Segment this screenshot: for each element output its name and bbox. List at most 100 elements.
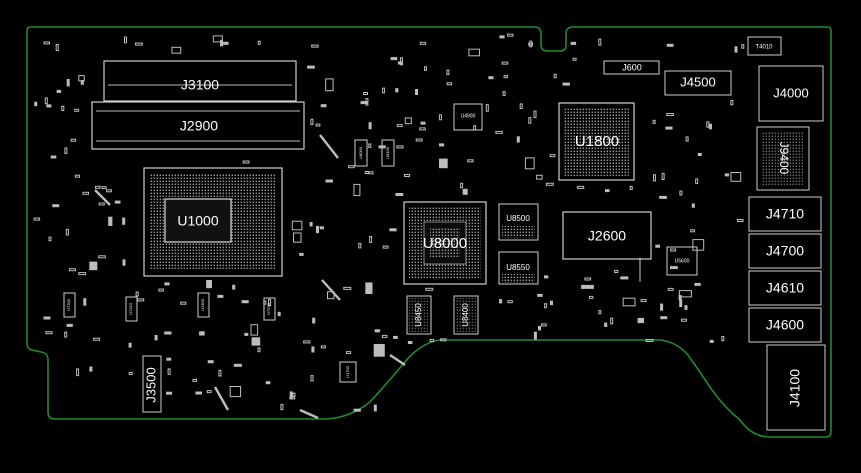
passive-component — [395, 193, 404, 196]
passive-component — [316, 225, 319, 234]
passive-component — [730, 172, 742, 182]
passive-component — [488, 76, 494, 80]
passive-component — [33, 217, 41, 221]
passive-component — [166, 357, 172, 361]
passive-component — [250, 324, 259, 336]
passive-component — [365, 282, 373, 294]
passive-component — [171, 46, 182, 54]
passive-component — [438, 114, 442, 121]
passive-component — [242, 160, 250, 164]
connector-j3100 — [103, 60, 297, 102]
diagonal-component — [321, 279, 341, 301]
passive-component — [180, 301, 187, 305]
chip-u7210 — [125, 296, 138, 322]
passive-component — [614, 270, 619, 273]
passive-component — [95, 185, 101, 189]
passive-component — [122, 259, 126, 266]
passive-component — [724, 173, 730, 177]
connector-j9400 — [756, 126, 810, 191]
passive-component — [280, 403, 284, 411]
passive-component — [360, 101, 368, 105]
label-j2600: J2600 — [588, 228, 626, 244]
passive-component — [610, 317, 614, 325]
label-j2900: J2900 — [180, 118, 218, 134]
passive-component — [604, 322, 608, 328]
label-u6100: U6100 — [385, 146, 390, 159]
passive-component — [737, 219, 744, 222]
passive-component — [128, 371, 133, 375]
passive-component — [48, 236, 52, 242]
label-u5600: U5600 — [675, 258, 690, 264]
passive-component — [207, 360, 214, 364]
passive-component — [652, 119, 656, 124]
label-u8000: U8000 — [423, 235, 467, 252]
passive-component — [369, 236, 373, 243]
passive-component — [65, 228, 69, 236]
passive-component — [46, 104, 52, 108]
passive-component — [419, 127, 426, 131]
label-j4710: J4710 — [766, 206, 804, 222]
passive-component — [83, 298, 87, 306]
passive-component — [545, 182, 554, 186]
connector-j3500 — [142, 355, 162, 413]
passive-component — [98, 202, 105, 206]
passive-component — [501, 61, 509, 65]
connector-j600 — [603, 60, 660, 75]
passive-component — [460, 182, 464, 189]
passive-component — [395, 88, 399, 93]
passive-component — [206, 390, 212, 394]
label-u6000: U6000 — [358, 146, 363, 159]
passive-component — [44, 97, 48, 105]
passive-component — [549, 154, 556, 158]
passive-component — [404, 174, 411, 177]
passive-component — [533, 331, 537, 340]
passive-component — [576, 185, 585, 189]
passive-component — [56, 89, 62, 93]
passive-component — [485, 104, 489, 112]
passive-component — [528, 117, 532, 124]
passive-component — [363, 92, 368, 95]
passive-component — [440, 338, 447, 342]
chip-u8550 — [498, 251, 539, 285]
passive-component — [400, 57, 403, 66]
passive-component — [404, 117, 412, 125]
passive-component — [325, 179, 333, 183]
passive-component — [598, 310, 602, 315]
passive-component — [691, 203, 695, 208]
passive-component — [365, 98, 369, 106]
passive-component — [311, 346, 315, 353]
passive-component — [70, 138, 76, 142]
label-u1700: U1700 — [345, 365, 350, 378]
passive-component — [325, 78, 334, 92]
passive-component — [368, 171, 374, 175]
chip-u7200 — [63, 292, 76, 318]
passive-component — [192, 378, 197, 382]
diagonal-component — [319, 134, 339, 159]
passive-component — [89, 366, 93, 372]
connector-j4000 — [758, 65, 824, 122]
passive-component — [390, 57, 398, 61]
passive-component — [692, 239, 705, 251]
passive-component — [114, 200, 121, 204]
passive-component — [320, 345, 326, 349]
connector-j2600 — [562, 211, 652, 260]
passive-component — [389, 228, 397, 232]
passive-component — [364, 171, 369, 174]
chip-u1800 — [558, 102, 635, 181]
passive-component — [251, 337, 261, 346]
chip-u8400 — [453, 295, 479, 335]
passive-component — [373, 404, 377, 412]
passive-component — [135, 42, 143, 46]
passive-component — [195, 391, 202, 395]
passive-component — [34, 101, 38, 107]
diagonal-component — [389, 354, 406, 366]
passive-component — [373, 344, 385, 357]
passive-component — [293, 232, 302, 243]
passive-component — [108, 216, 113, 226]
passive-component — [135, 291, 139, 297]
passive-component — [462, 188, 468, 195]
passive-component — [158, 288, 164, 292]
passive-component — [212, 35, 223, 43]
passive-component — [666, 43, 674, 47]
